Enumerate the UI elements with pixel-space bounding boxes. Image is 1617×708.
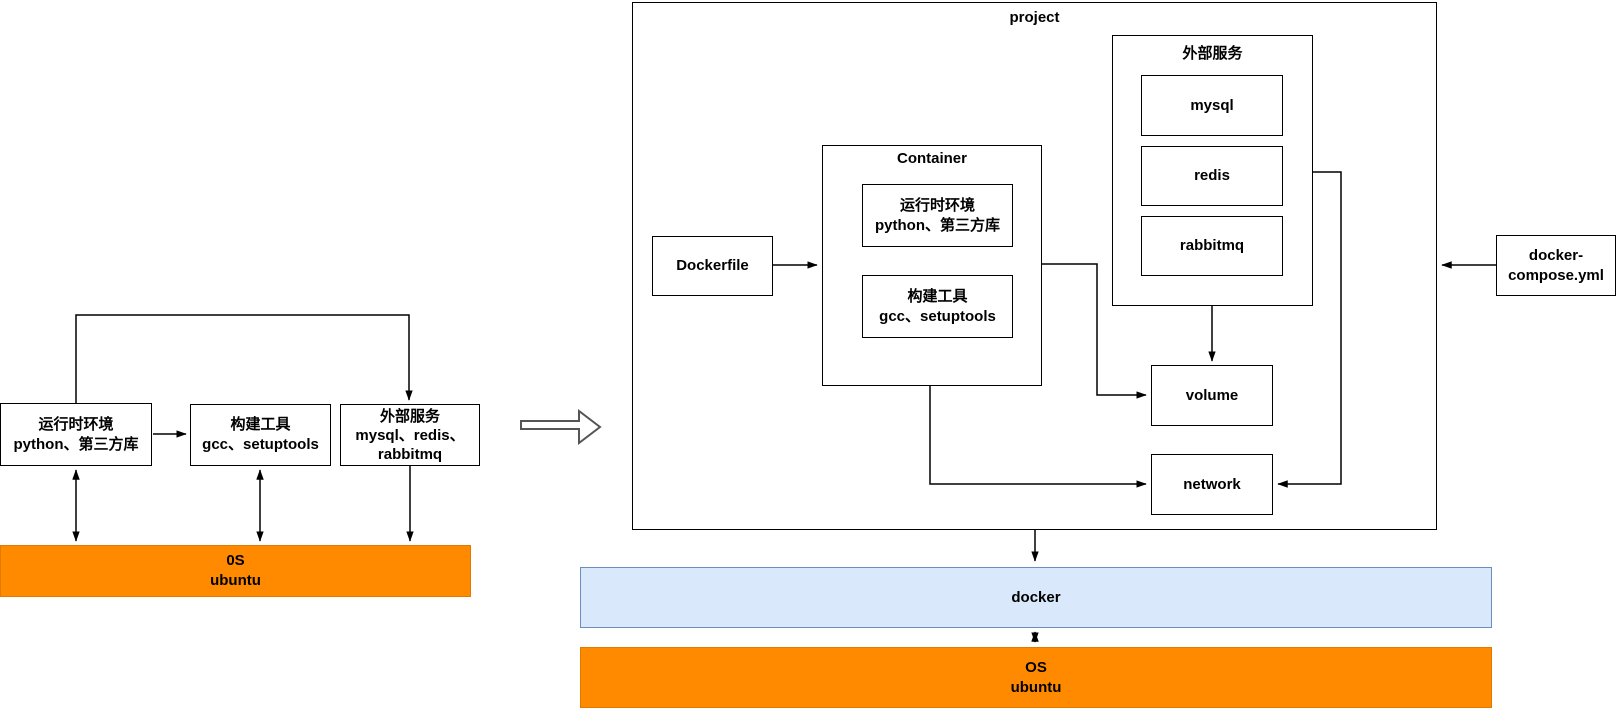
container-build-line2: gcc、setuptools [879, 307, 996, 325]
connector-left-runtime-to-services [75, 314, 413, 403]
dockerfile-label: Dockerfile [676, 257, 749, 274]
external-services-label: 外部服务 [1182, 45, 1243, 62]
left-runtime-box: 运行时环境 python、第三方库 [0, 403, 152, 466]
left-os-bar: 0S ubuntu [0, 545, 471, 597]
volume-box: volume [1151, 365, 1273, 426]
container-runtime-line2: python、第三方库 [875, 216, 1000, 234]
container-frame [822, 145, 1042, 386]
network-box: network [1151, 454, 1273, 515]
rabbitmq-box: rabbitmq [1141, 216, 1283, 276]
docker-compose-line1: docker- [1528, 246, 1584, 264]
container-runtime-box: 运行时环境 python、第三方库 [862, 184, 1013, 247]
left-runtime-line1: 运行时环境 [38, 415, 114, 433]
container-build-box: 构建工具 gcc、setuptools [862, 275, 1013, 338]
left-os-line1: 0S [226, 552, 245, 569]
right-os-bar: OS ubuntu [580, 647, 1492, 708]
project-label: project [1009, 9, 1060, 26]
left-build-line1: 构建工具 [230, 416, 291, 433]
container-label: Container [896, 150, 967, 167]
left-services-line1: 外部服务 [379, 407, 440, 425]
docker-compose-line2: compose.yml [1508, 266, 1604, 284]
left-runtime-line2: python、第三方库 [13, 435, 139, 453]
volume-label: volume [1185, 386, 1239, 404]
redis-label: redis [1194, 167, 1230, 184]
left-build-line2: gcc、setuptools [202, 436, 319, 453]
left-services-line3: rabbitmq [377, 445, 443, 463]
docker-compose-box: docker- compose.yml [1496, 235, 1616, 296]
container-build-line1: 构建工具 [907, 287, 968, 305]
left-services-line2: mysql、redis、 [355, 426, 465, 444]
mysql-box: mysql [1141, 75, 1283, 136]
network-label: network [1183, 475, 1241, 493]
right-os-line2: ubuntu [1010, 678, 1062, 696]
left-build-box: 构建工具 gcc、setuptools [190, 404, 331, 466]
rabbitmq-label: rabbitmq [1179, 237, 1245, 254]
redis-box: redis [1141, 146, 1283, 206]
docker-bar-label: docker [1011, 588, 1061, 606]
transform-arrow-icon [520, 408, 602, 446]
left-services-box: 外部服务 mysql、redis、 rabbitmq [340, 404, 480, 466]
left-os-line2: ubuntu [210, 572, 261, 589]
dockerfile-box: Dockerfile [652, 236, 773, 296]
docker-bar: docker [580, 567, 1492, 628]
container-runtime-line1: 运行时环境 [899, 196, 975, 214]
right-os-line1: OS [1025, 658, 1047, 676]
mysql-label: mysql [1190, 96, 1234, 114]
